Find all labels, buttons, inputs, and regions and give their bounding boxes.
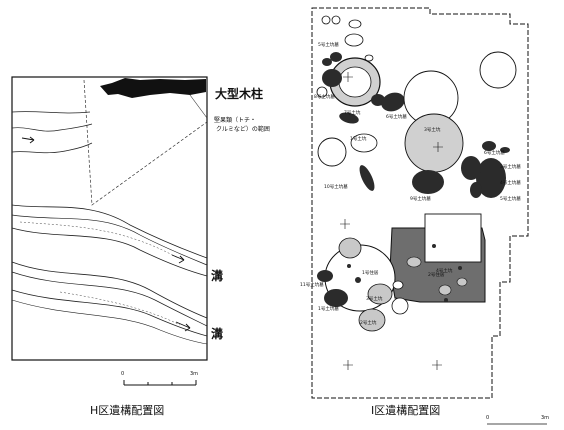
- pit-2: [358, 308, 386, 332]
- feature-label: 6号土坑墓: [386, 113, 407, 120]
- burial-1: [324, 289, 348, 307]
- caption-i-area: I区遺構配置図: [371, 404, 441, 417]
- map-labels: 5号土坑墓 8号土坑墓 7号土坑 6号土坑墓 3号土坑 1号土坑 6号土坑墓 3号土坑墓 4号土…: [300, 41, 521, 326]
- nut-scatter-outline: [83, 79, 208, 206]
- feature-label: 4号土坑墓: [500, 179, 521, 186]
- i-scale-end: 3m: [541, 415, 550, 421]
- grid-markers: [340, 72, 443, 370]
- label-ditch-1: 溝: [211, 269, 224, 283]
- feature-label: 7号土坑: [344, 109, 361, 116]
- burial-10: [359, 165, 375, 191]
- i-scale-start: 0: [486, 415, 490, 421]
- label-large-pillar: 大型木柱: [215, 87, 264, 101]
- feature-label: 5号土坑墓: [500, 195, 521, 202]
- label-ditch-2: 溝: [211, 327, 224, 341]
- h-area-map-frame: [11, 76, 208, 361]
- large-pillar-shape: [100, 78, 206, 98]
- feature-label: 1号土坑墓: [318, 305, 339, 312]
- i-area-map: [311, 7, 529, 399]
- burial-6: [381, 92, 405, 112]
- feature-label: 3号土坑墓: [500, 163, 521, 170]
- h-scale-start: 0: [121, 371, 125, 377]
- feature-label: 3号土坑: [424, 126, 441, 133]
- feature-label: 2号住居: [428, 271, 445, 278]
- leader-line-nuts: [189, 94, 208, 119]
- pit-3: [404, 113, 464, 173]
- caption-h-area: H区遺構配置図: [90, 404, 165, 417]
- feature-label: 4号土坑: [436, 267, 453, 274]
- feature-label: 1号土坑: [350, 135, 367, 142]
- feature-label: 6号土坑墓: [484, 149, 505, 156]
- feature-label: 3号土坑: [366, 295, 383, 302]
- label-nuts-line-1: 堅果類（トチ・: [214, 117, 257, 124]
- h-scale-end: 3m: [190, 371, 199, 377]
- i-area-boundary: [311, 7, 529, 399]
- burial-11: [317, 270, 333, 282]
- feature-label: 9号土坑墓: [410, 195, 431, 202]
- burial-9: [412, 170, 444, 194]
- burial-6-lower: [338, 237, 362, 259]
- unexcavated-block: [424, 213, 482, 263]
- burial-cluster-right: [476, 158, 506, 198]
- pit-1: [350, 133, 378, 153]
- pit-8: [322, 69, 342, 87]
- feature-label: 11号土坑墓: [300, 281, 324, 288]
- feature-label: 8号土坑墓: [314, 93, 335, 100]
- feature-label: 1号住居: [362, 269, 379, 276]
- h-scale-bar: [123, 380, 197, 386]
- h-area-map: [11, 76, 208, 386]
- pit-3-lower: [367, 283, 393, 305]
- feature-label: 5号土坑墓: [318, 41, 339, 48]
- feature-label: 2号土坑: [360, 319, 377, 326]
- feature-label: 10号土坑墓: [324, 183, 348, 190]
- label-nuts-line-2: クルミなど）の範囲: [216, 126, 270, 133]
